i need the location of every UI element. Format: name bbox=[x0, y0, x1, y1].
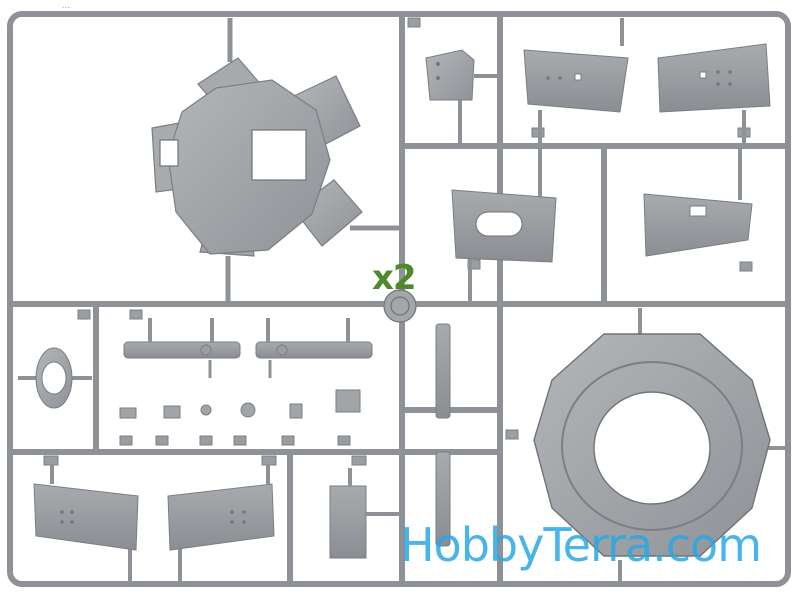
small-bits bbox=[119, 360, 361, 419]
sprue-code-text: ... bbox=[62, 2, 71, 10]
vertical-rods bbox=[435, 323, 451, 547]
tube-parts bbox=[123, 318, 373, 359]
bottom-left-panels bbox=[33, 464, 275, 582]
sprue-logo-disc bbox=[383, 289, 417, 323]
ring-part bbox=[533, 308, 786, 582]
sprue-frame bbox=[7, 11, 791, 587]
multiplier-label: x2 bbox=[372, 258, 417, 298]
watermark: HobbyTerra.com bbox=[400, 518, 762, 572]
top-right-panels bbox=[523, 18, 771, 144]
middle-panels bbox=[451, 148, 753, 302]
small-bracket-part bbox=[425, 49, 500, 144]
small-plate-part bbox=[329, 468, 400, 559]
round-hatch-part bbox=[18, 347, 92, 409]
hatch-part bbox=[151, 18, 400, 304]
